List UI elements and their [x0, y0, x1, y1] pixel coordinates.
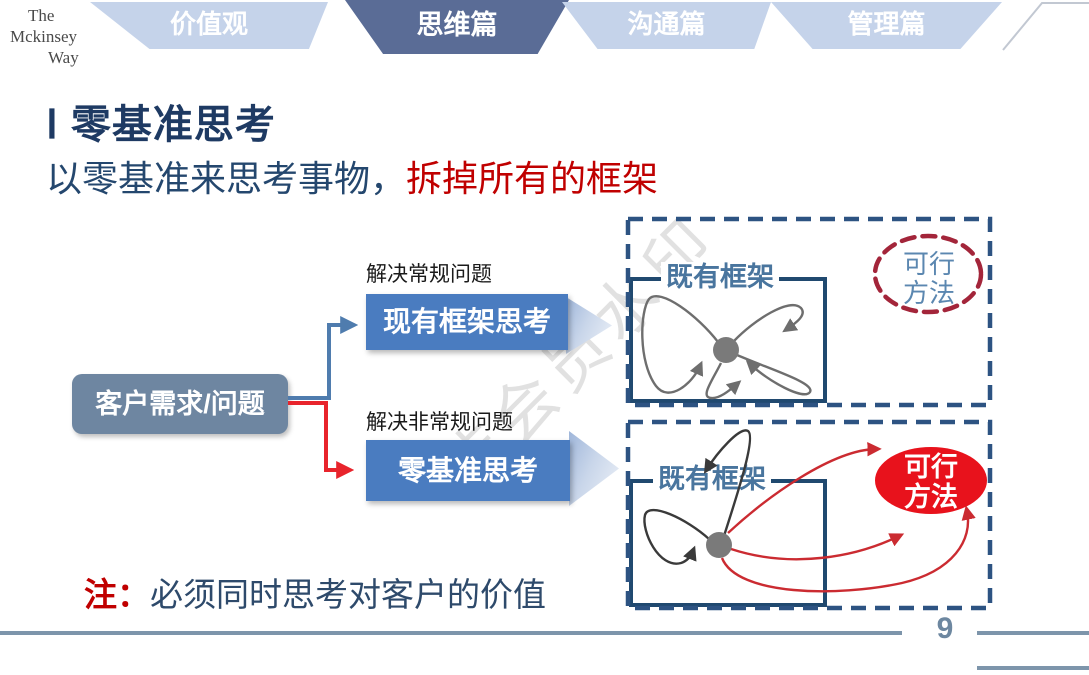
- chevron-right-icon: [569, 431, 619, 506]
- nonroutine-label: 解决非常规问题: [366, 411, 513, 434]
- existing-frame-top-label: 既有框架: [661, 262, 779, 292]
- footer-rule-corner: [977, 666, 1089, 670]
- subtitle-emphasis: 拆掉所有的框架: [406, 158, 659, 199]
- page-title: Ⅰ 零基准思考: [46, 103, 276, 147]
- subtitle-lead: 以零基准来思考事物，: [46, 158, 407, 199]
- nonroutine-connector-arrow: [288, 401, 355, 479]
- feasible-method-line1: 可行: [902, 249, 955, 279]
- idea-dot-top: [713, 337, 739, 363]
- routine-label: 解决常规问题: [366, 263, 492, 286]
- brand-line-2: Mckinsey: [10, 27, 78, 46]
- brand-logo: The Mckinsey Way: [10, 5, 79, 68]
- brand-line-1: The: [28, 6, 55, 25]
- feasible-method-line1: 可行: [904, 452, 958, 482]
- footer-rule-right: [977, 631, 1089, 635]
- feasible-method-line2: 方法: [902, 278, 955, 308]
- routine-connector-arrow: [288, 316, 359, 400]
- footnote-prefix: 注：: [84, 576, 150, 613]
- brand-line-3: Way: [48, 48, 79, 67]
- client-need-box: 客户需求/问题: [72, 374, 288, 434]
- tab-communication[interactable]: 沟通篇: [562, 2, 771, 49]
- feasible-method-solid: 可行 方法: [875, 447, 987, 514]
- existing-framework-thinking-box: 现有框架思考: [366, 294, 568, 350]
- feasible-method-dashed: 可行 方法: [879, 244, 979, 308]
- page-number: 9: [936, 612, 954, 645]
- footnote-text: 必须同时思考对客户的价值: [150, 576, 546, 613]
- zero-base-thinking-box: 零基准思考: [366, 440, 570, 501]
- tab-values[interactable]: 价值观: [90, 2, 328, 49]
- existing-frame-bottom-label: 既有框架: [653, 464, 771, 494]
- footnote: 注：必须同时思考对客户的价值: [84, 568, 546, 616]
- subtitle: 以零基准来思考事物，拆掉所有的框架: [46, 150, 658, 202]
- tab-management[interactable]: 管理篇: [771, 2, 1002, 49]
- feasible-method-line2: 方法: [904, 482, 958, 512]
- next-tab-fragment: [1002, 2, 1089, 51]
- tab-thinking-active[interactable]: 思维篇: [345, 0, 569, 54]
- idea-dot-bottom: [706, 532, 732, 558]
- footer-rule: [0, 631, 902, 635]
